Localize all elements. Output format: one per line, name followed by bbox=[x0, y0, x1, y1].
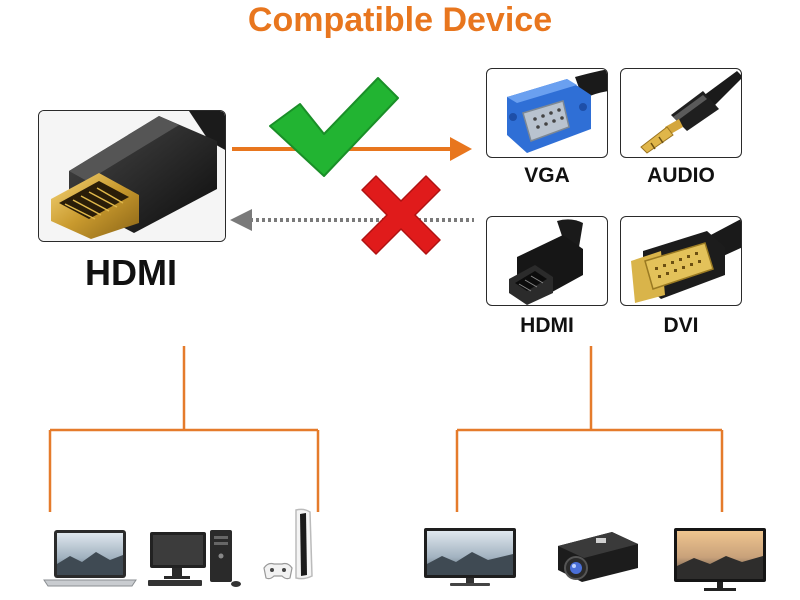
vga-connector-icon bbox=[507, 69, 607, 153]
target-label-vga: VGA bbox=[524, 164, 570, 187]
audio-jack-icon bbox=[640, 71, 741, 154]
target-card-vga bbox=[486, 68, 608, 158]
hdmi-connector-icon bbox=[509, 219, 583, 305]
tv-icon bbox=[674, 528, 766, 591]
desktop-pc-icon bbox=[148, 530, 241, 587]
target-label-audio: AUDIO bbox=[647, 164, 715, 187]
game-console-icon bbox=[263, 508, 313, 580]
hdmi-connector-icon bbox=[39, 111, 225, 241]
monitor-icon bbox=[424, 528, 516, 586]
source-connector-card bbox=[38, 110, 226, 242]
target-card-dvi bbox=[620, 216, 742, 306]
target-card-audio bbox=[620, 68, 742, 158]
dvi-connector-icon bbox=[631, 219, 741, 303]
target-label-dvi: DVI bbox=[663, 314, 699, 337]
projector-icon bbox=[558, 532, 638, 582]
source-label: HDMI bbox=[85, 252, 177, 293]
laptop-icon bbox=[43, 530, 137, 587]
incompatible-arrow bbox=[230, 209, 474, 231]
target-label-hdmi: HDMI bbox=[520, 314, 574, 337]
cross-icon bbox=[361, 175, 441, 255]
check-icon bbox=[269, 77, 399, 177]
page-title: Compatible Device bbox=[247, 1, 553, 39]
target-card-hdmi bbox=[486, 216, 608, 306]
